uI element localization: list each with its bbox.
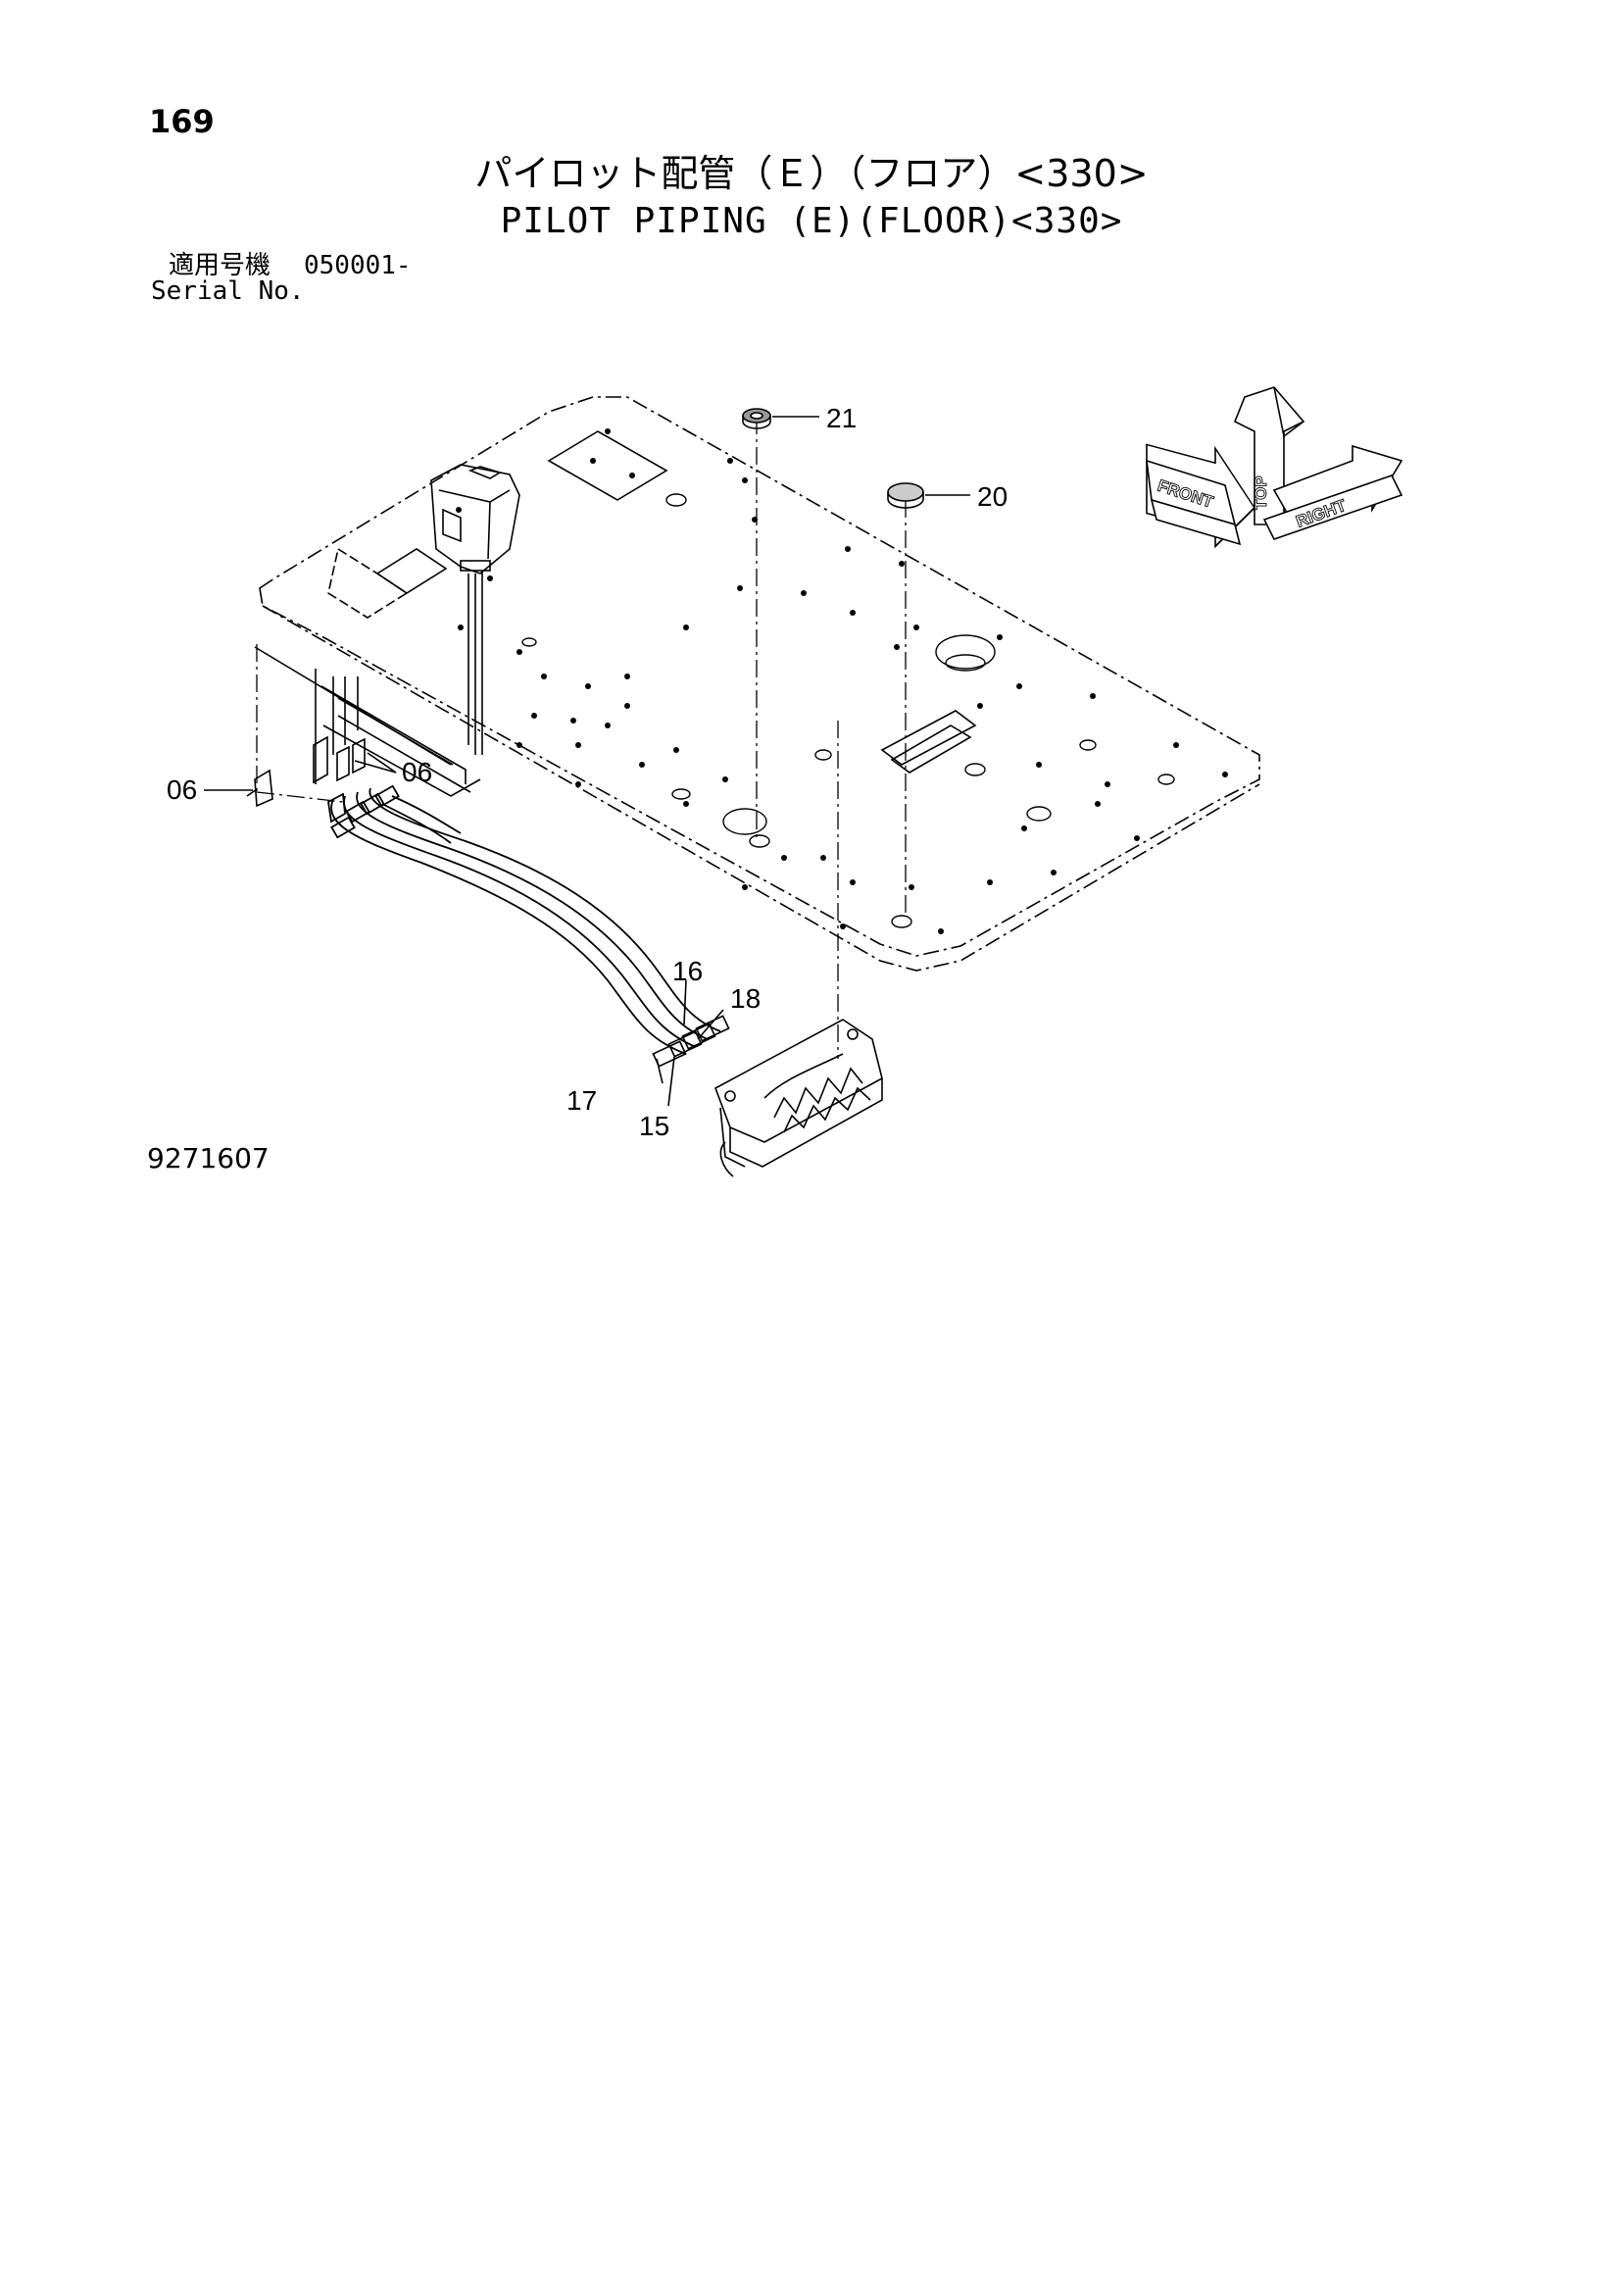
plate-holes xyxy=(521,493,1175,928)
callout-16: 16 xyxy=(672,956,703,986)
floor-plate-outline xyxy=(259,396,1260,957)
pilot-manifold xyxy=(714,1019,883,1177)
callout-06-right: 06 xyxy=(402,757,432,787)
phantom-lines xyxy=(256,417,907,1059)
washer-21 xyxy=(742,408,771,429)
leader-lines xyxy=(204,416,970,1107)
fittings-06 xyxy=(246,735,366,808)
drawing-number: 9271607 xyxy=(147,1142,270,1174)
serial-number-value: 050001- xyxy=(304,251,412,280)
serial-label-english: Serial No. xyxy=(151,276,305,306)
control-valve xyxy=(430,464,520,755)
callout-21: 21 xyxy=(826,403,857,433)
callout-20: 20 xyxy=(977,481,1008,512)
hose-end-fittings xyxy=(652,1015,730,1068)
callout-15: 15 xyxy=(639,1111,669,1141)
hose-assembly xyxy=(327,784,721,1055)
pilot-pipes xyxy=(254,646,481,797)
plate-cutouts xyxy=(327,430,977,774)
callout-18: 18 xyxy=(730,983,761,1014)
floor-plate-edge xyxy=(262,605,1260,972)
serial-label-japanese: 適用号機 xyxy=(169,251,271,280)
title-japanese: パイロット配管（Ｅ）（フロア）<330> xyxy=(474,152,1149,195)
plug-20 xyxy=(887,482,924,509)
orientation-top-label: TOP xyxy=(1252,475,1270,510)
title-english: PILOT PIPING (E)(FLOOR)<330> xyxy=(500,201,1123,241)
bolt-holes xyxy=(456,428,1228,934)
callout-06-left: 06 xyxy=(167,774,197,805)
page-number: 169 xyxy=(149,103,215,140)
callout-17: 17 xyxy=(566,1085,597,1116)
orientation-arrows xyxy=(1146,386,1403,549)
